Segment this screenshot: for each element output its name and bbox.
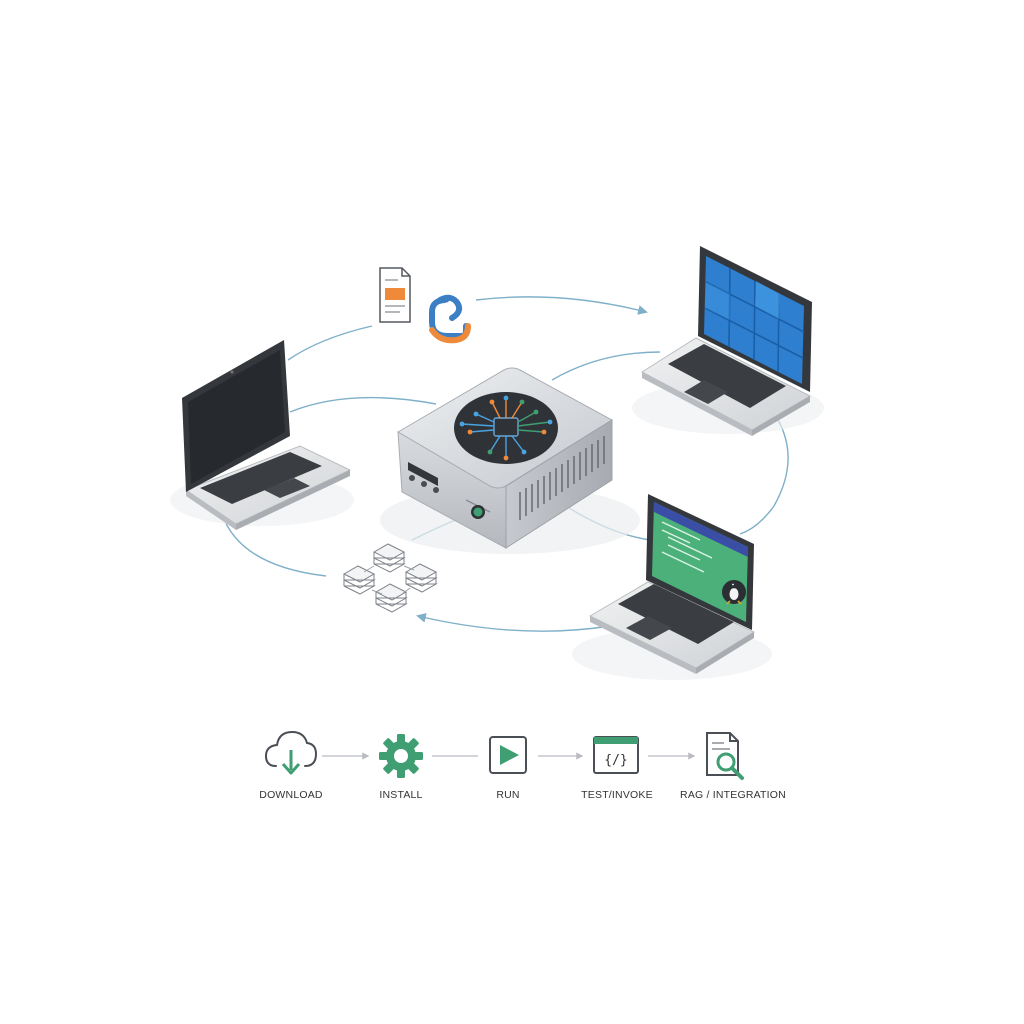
step-label-run: RUN [496, 789, 519, 801]
neural-nodes [459, 395, 553, 461]
laptop-tr-keyboard [668, 344, 786, 408]
neural-chip-icon [454, 392, 558, 464]
step-label-download: DOWNLOAD [259, 789, 323, 801]
laptop-left-keyboard [200, 452, 322, 504]
linux-penguin-icon [722, 580, 746, 605]
server-button-3 [433, 487, 439, 493]
laptop-left [170, 340, 354, 530]
workflow-step-install: INSTALL [379, 734, 423, 801]
laptop-bottom-right [572, 494, 772, 680]
laptop-br-code-lines [661, 521, 713, 573]
server-button-1 [409, 475, 415, 481]
neural-circuit [461, 398, 551, 458]
laptop-top-right [632, 246, 824, 436]
step-label-test-invoke: TEST/INVOKE [581, 789, 653, 801]
laptop-br-keyboard [618, 584, 734, 644]
stack-block-top [372, 543, 406, 573]
document-icon [379, 267, 411, 323]
workflow-step-run: RUN [489, 736, 527, 801]
flow-arc-left-to-top [287, 325, 373, 361]
flow-arc-left-laptop-to-server [289, 396, 437, 413]
laptop-br-screen-titlebar [654, 502, 748, 557]
workflow-step-rag-integration: RAG / INTEGRATION [680, 732, 786, 801]
server-vents [519, 436, 605, 520]
workflow-steps: DOWNLOAD INSTALL [259, 730, 786, 801]
stack-block-right [404, 563, 438, 593]
document-search-icon [706, 732, 744, 780]
play-icon [489, 736, 527, 774]
laptop-tr-trackpad [684, 380, 728, 404]
server-button-2 [421, 481, 427, 487]
stacked-layers-icon [342, 543, 438, 613]
step-label-install: INSTALL [379, 789, 422, 801]
flow-arc-left-laptop-to-stack [221, 513, 327, 577]
stack-block-left [342, 565, 376, 595]
stack-block-bottom [374, 583, 408, 613]
workflow-step-test-invoke: {/} TEST/INVOKE [581, 736, 653, 801]
flow-arc-right-side [739, 419, 789, 535]
laptop-br-trackpad [626, 616, 672, 640]
step-label-rag-integration: RAG / INTEGRATION [680, 789, 786, 801]
flow-arc-green-laptop-to-stack-arrow [416, 613, 611, 632]
python-logo-icon [429, 294, 471, 344]
code-window-icon: {/} [593, 736, 639, 774]
ai-server [380, 367, 640, 554]
server-drive-slot [408, 462, 438, 486]
gear-icon [379, 734, 423, 778]
laptop-left-screen [188, 350, 285, 484]
cloud-download-icon [264, 730, 318, 775]
code-glyph: {/} [604, 753, 627, 768]
flow-arc-server-to-right-laptop [551, 351, 661, 381]
workflow-step-download: DOWNLOAD [259, 730, 323, 801]
laptop-left-trackpad [264, 478, 310, 498]
flow-arc-top-to-right-arrow [475, 296, 648, 315]
